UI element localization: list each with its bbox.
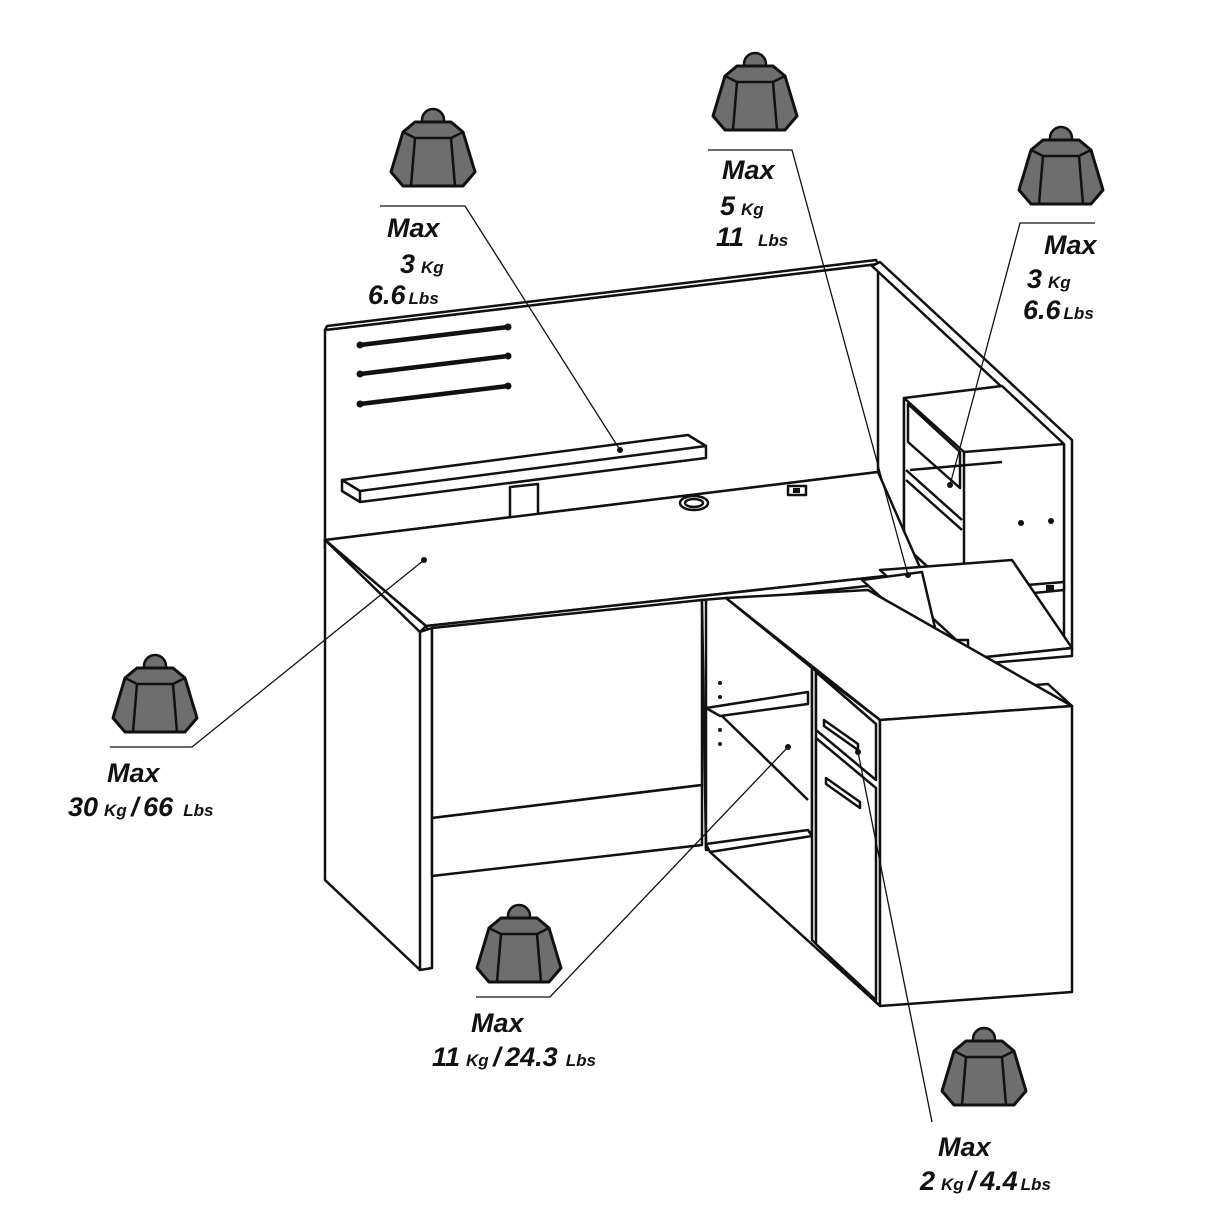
leader-lines [110,149,1095,1123]
drawer-front [814,670,878,782]
lower-shelf-separator: / [493,1042,501,1072]
desktop-max-label: Max [107,758,160,788]
shelf-kg-unit: Kg [421,258,444,277]
desktop-kg-unit: Kg [104,801,127,820]
drawer-separator: / [968,1166,976,1196]
center-lbs-line: 11 Lbs [716,224,788,251]
back-panel-edge [323,258,880,332]
desktop-lbs-unit: Lbs [183,801,214,820]
desktop-kg-value: 30 [68,792,99,822]
drawer-lbs-unit: Lbs [1020,1175,1051,1194]
center-lbs-unit: Lbs [758,231,789,250]
drawer-kg-value: 2 [920,1166,936,1196]
cabinet-side [878,704,1074,1008]
door-handle [824,776,862,810]
shelf-max-label: Max [387,213,440,243]
weight-icon [940,1026,1028,1107]
desktop-lbs-value: 66 [143,792,174,822]
lower-shelf-kg-unit: Kg [466,1051,489,1070]
cube-lbs-unit: Lbs [1063,304,1094,323]
desk [323,258,1074,1008]
weight-icon [111,653,199,734]
cube-max-label: Max [1044,230,1097,260]
shelf-lbs-value: 6.6 [368,280,406,310]
weight-icon [711,51,799,132]
desktop-separator: / [131,792,139,822]
shelf-kg-value: 3 [400,249,416,279]
cube-kg-value: 3 [1027,264,1043,294]
shelf-lbs-unit: Lbs [408,289,439,308]
lower-shelf-capacity-line: 11 Kg / 24.3 Lbs [432,1044,596,1071]
lower-shelf-lbs-value: 24.3 [505,1042,558,1072]
modesty-panel [430,598,704,820]
desktop-capacity-line: 30 Kg / 66 Lbs [68,794,213,821]
cube-lbs-value: 6.6 [1023,295,1061,325]
center-lbs-value: 11 [716,222,745,252]
lower-shelf-max-label: Max [471,1008,524,1038]
lower-shelf-kg-value: 11 [432,1042,461,1072]
pegboard-rails [357,324,511,407]
weight-icon [389,107,477,188]
drawer-kg-unit: Kg [941,1175,964,1194]
center-kg-value: 5 [720,191,736,221]
drawer-max-label: Max [938,1132,991,1162]
cube-kg-unit: Kg [1048,273,1071,292]
center-kg-line: 5 Kg [720,193,764,220]
drawer-lbs-value: 4.4 [980,1166,1018,1196]
center-kg-unit: Kg [741,200,764,219]
center-max-label: Max [722,155,775,185]
cube-kg-line: 3 Kg [1027,266,1071,293]
shelf-kg-line: 3 Kg [400,251,444,278]
weight-icon [1017,125,1105,206]
lower-shelf-lbs-unit: Lbs [565,1051,596,1070]
weight-icon [475,903,563,984]
